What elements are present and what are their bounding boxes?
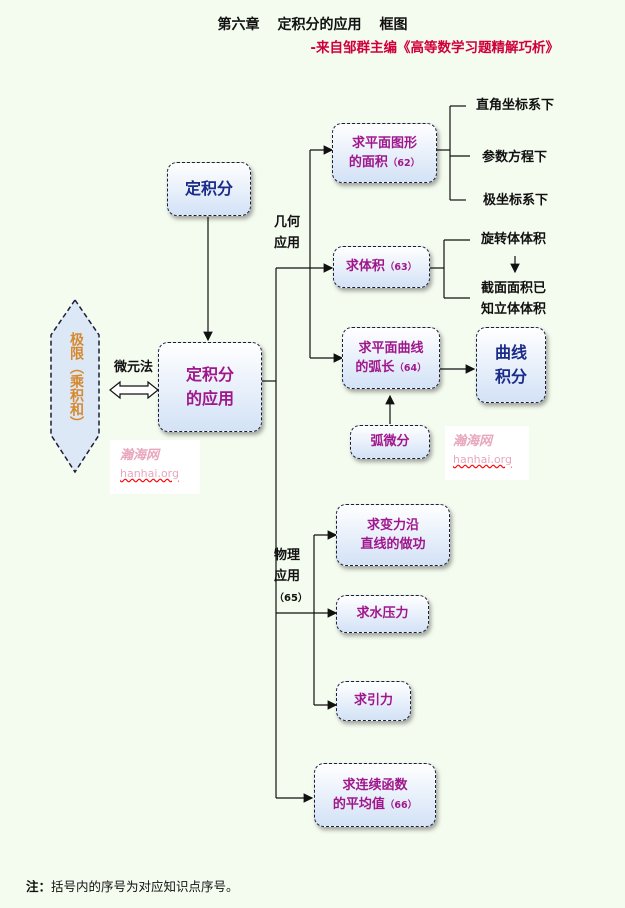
arc-differential-box: 弧微分 <box>350 425 430 459</box>
area-case-cartesian: 直角坐标系下 <box>476 98 555 113</box>
watermark-right: 瀚海网 hanhai.org <box>445 426 529 480</box>
rotation-volume-label: 旋转体体积 <box>481 232 547 247</box>
volume-box: 求体积（63） <box>333 246 430 288</box>
work-box: 求变力沿直线的做功 <box>336 504 450 566</box>
limit-label: 极限（乘积和） <box>68 332 84 430</box>
definite-integral-box: 定积分 <box>167 162 251 216</box>
gravity-box: 求引力 <box>336 681 411 721</box>
double-arrow-icon <box>109 380 159 400</box>
page-title: 第六章定积分的应用框图 <box>217 17 408 33</box>
subtitle: -来自邹群主编《高等数学习题精解巧析》 <box>310 40 559 56</box>
cross-section-label: 截面面积已知立体体积 <box>481 281 547 317</box>
water-pressure-box: 求水压力 <box>336 595 429 633</box>
area-case-parametric: 参数方程下 <box>482 150 548 165</box>
geometry-label: 几何应用 <box>274 215 301 251</box>
watermark-left: 瀚海网 hanhai.org <box>110 440 200 494</box>
footnote: 注：括号内的序号为对应知识点序号。 <box>26 879 239 894</box>
mean-value-box: 求连续函数的平均值（66） <box>314 763 436 827</box>
physics-label: 物理应用（65） <box>274 548 308 604</box>
arc-length-box: 求平面曲线的弧长（64） <box>342 327 440 389</box>
curve-integral-box: 曲线积分 <box>476 327 546 403</box>
micro-element-label: 微元法 <box>114 360 154 375</box>
application-box: 定积分的应用 <box>158 342 262 432</box>
area-case-polar: 极坐标系下 <box>483 193 549 208</box>
area-box: 求平面图形的面积（62） <box>332 123 437 183</box>
limit-hexagon <box>50 298 100 474</box>
